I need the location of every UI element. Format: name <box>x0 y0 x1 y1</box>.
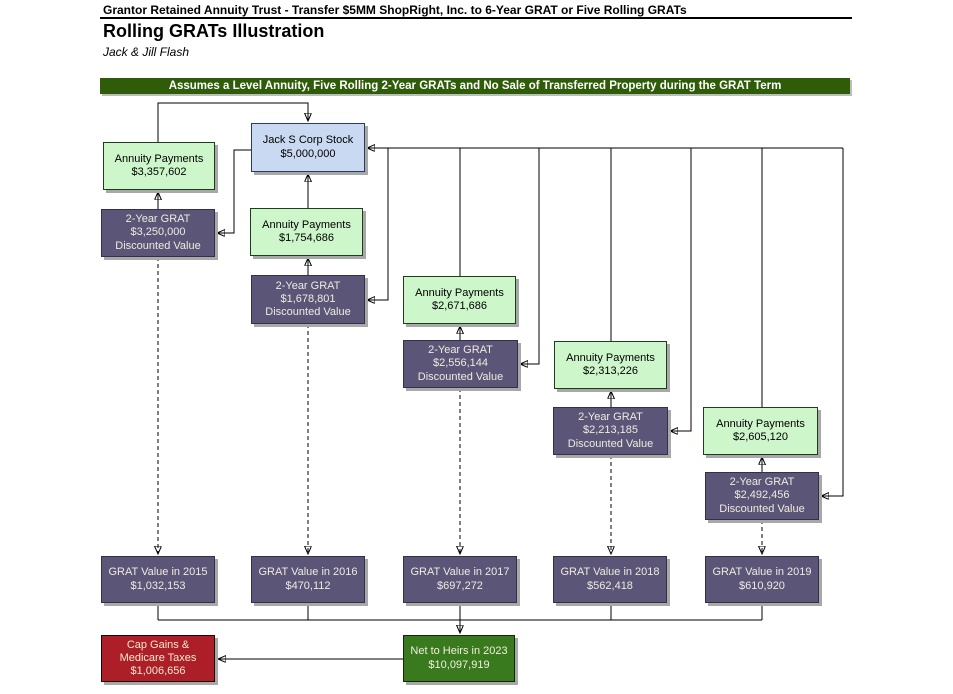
node-label: 2-Year GRAT <box>729 476 795 489</box>
node-label: Cap Gains & <box>126 638 190 651</box>
node-note: Discounted Value <box>115 239 201 252</box>
node-label: GRAT Value in 2015 <box>108 566 208 579</box>
node-value: $610,920 <box>739 579 785 592</box>
node-label: Annuity Payments <box>415 286 504 299</box>
node-grat-value-2017: GRAT Value in 2017 $697,272 <box>403 556 517 603</box>
node-label: Net to Heirs in 2023 <box>410 645 508 658</box>
node-grat-value-2018: GRAT Value in 2018 $562,418 <box>553 556 667 603</box>
node-label: Jack S Corp Stock <box>262 134 354 147</box>
node-annuity-payments-1: Annuity Payments $3,357,602 <box>103 142 215 190</box>
node-label: GRAT Value in 2017 <box>410 566 510 579</box>
node-label: Annuity Payments <box>114 152 204 165</box>
node-label: 2-Year GRAT <box>125 213 191 226</box>
node-cap-gains-medicare-taxes: Cap Gains & Medicare Taxes $1,006,656 <box>101 635 215 682</box>
node-label: 2-Year GRAT <box>578 411 643 424</box>
node-annuity-payments-5: Annuity Payments $2,605,120 <box>703 407 818 455</box>
node-note: Discounted Value <box>265 306 351 319</box>
node-value: $2,556,144 <box>432 357 489 370</box>
node-label: Annuity Payments <box>566 351 655 364</box>
node-label: Annuity Payments <box>716 417 805 430</box>
node-value: $1,754,686 <box>278 232 335 244</box>
node-label: GRAT Value in 2016 <box>258 566 358 579</box>
node-grat-1: 2-Year GRAT $3,250,000 Discounted Value <box>101 209 215 257</box>
node-value: $2,605,120 <box>732 431 789 443</box>
edge-return-line-to-grat4 <box>670 148 692 431</box>
edge-return-line-to-grat5 <box>821 148 844 496</box>
node-value: $1,006,656 <box>130 665 186 678</box>
node-value: $10,097,919 <box>428 658 490 671</box>
node-grat-2: 2-Year GRAT $1,678,801 Discounted Value <box>251 275 365 324</box>
node-grat-5: 2-Year GRAT $2,492,456 Discounted Value <box>705 472 819 520</box>
node-note: Discounted Value <box>567 437 654 450</box>
node-annuity-payments-2: Annuity Payments $1,754,686 <box>250 208 363 256</box>
node-annuity-payments-3: Annuity Payments $2,671,686 <box>403 276 516 324</box>
node-value: $562,418 <box>587 579 633 592</box>
node-note: Discounted Value <box>417 370 504 383</box>
node-value: $697,272 <box>437 579 483 592</box>
node-grat-4: 2-Year GRAT $2,213,185 Discounted Value <box>553 407 668 455</box>
node-value: $5,000,000 <box>280 147 336 160</box>
node-value: $3,357,602 <box>131 166 187 178</box>
node-jack-s-corp-stock: Jack S Corp Stock $5,000,000 <box>251 123 365 172</box>
node-value: $1,032,153 <box>130 579 186 592</box>
edge-jack-to-grat1 <box>217 149 251 233</box>
node-label: Annuity Payments <box>262 218 351 231</box>
value-row-collector <box>157 603 763 621</box>
node-label-2: Medicare Taxes <box>119 651 197 664</box>
node-grat-value-2015: GRAT Value in 2015 $1,032,153 <box>101 556 215 603</box>
node-value: $2,213,185 <box>582 424 639 437</box>
node-label: 2-Year GRAT <box>275 279 341 292</box>
node-value: $3,250,000 <box>130 226 186 239</box>
node-label: 2-Year GRAT <box>428 344 493 357</box>
node-value: $2,671,686 <box>431 300 488 312</box>
node-label: GRAT Value in 2018 <box>560 566 660 579</box>
page-title: Rolling GRATs Illustration <box>103 21 325 41</box>
node-grat-3: 2-Year GRAT $2,556,144 Discounted Value <box>403 340 518 388</box>
node-annuity-payments-4: Annuity Payments $2,313,226 <box>554 341 667 389</box>
node-value: $1,678,801 <box>280 292 336 305</box>
node-value: $2,492,456 <box>734 489 790 502</box>
edge-return-line-to-grat3 <box>520 148 540 364</box>
node-value: $2,313,226 <box>582 365 639 377</box>
edge-annuity1-to-jack <box>157 102 308 142</box>
node-grat-value-2016: GRAT Value in 2016 $470,112 <box>251 556 365 603</box>
node-label: GRAT Value in 2019 <box>712 566 812 579</box>
page-subtitle: Jack & Jill Flash <box>103 45 190 59</box>
header-underline <box>100 17 852 19</box>
node-note: Discounted Value <box>719 502 805 515</box>
assumption-banner: Assumes a Level Annuity, Five Rolling 2-… <box>100 78 850 94</box>
node-grat-value-2019: GRAT Value in 2019 $610,920 <box>705 556 819 603</box>
edge-return-line-to-grat2 <box>367 148 389 300</box>
document-header: Grantor Retained Annuity Trust - Transfe… <box>103 3 687 17</box>
node-net-to-heirs: Net to Heirs in 2023 $10,097,919 <box>403 635 515 682</box>
node-value: $470,112 <box>285 579 331 592</box>
